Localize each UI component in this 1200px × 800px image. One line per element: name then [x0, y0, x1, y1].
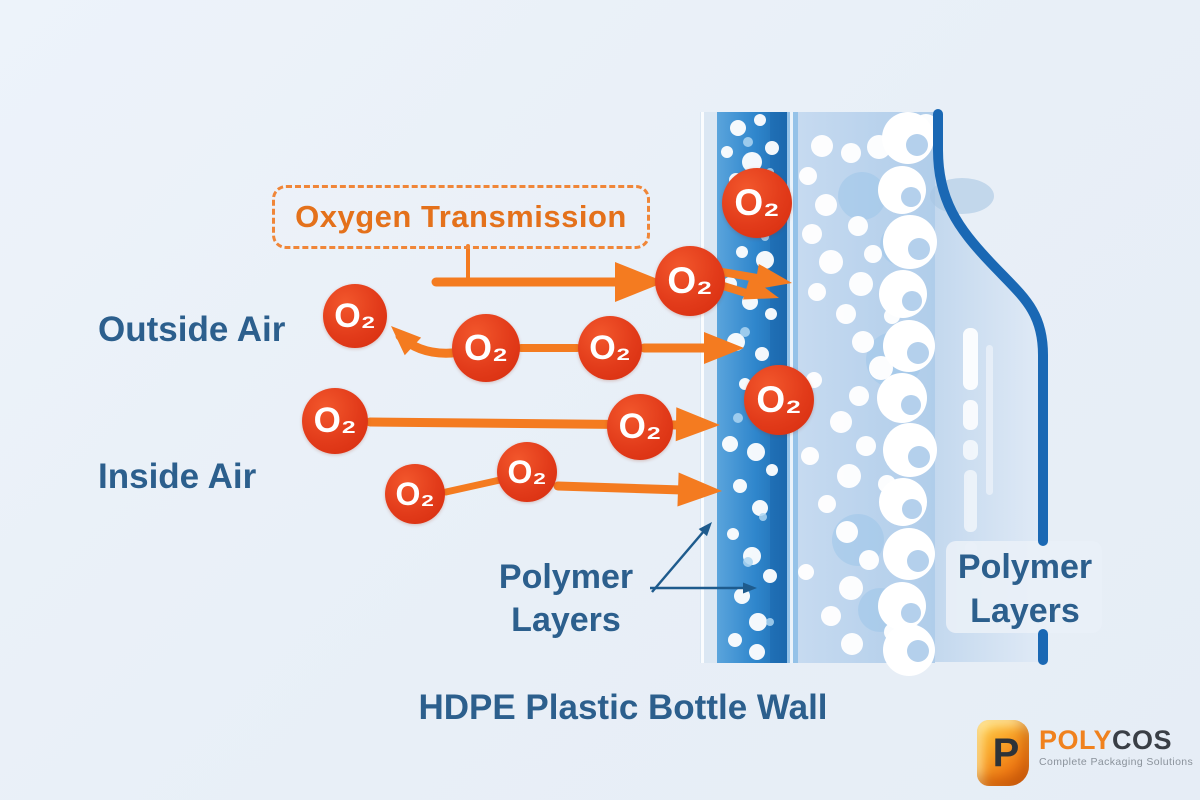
o2-molecule-row2-right: O₂ [578, 316, 642, 380]
polymer-left-line1: Polymer [498, 558, 634, 596]
brand-logo-text: POLYCOS Complete Packaging Solutions [1039, 720, 1193, 768]
inner-layer-scallops [877, 112, 937, 676]
polymer-right-line2: Layers [970, 592, 1080, 630]
brand-monogram: P [992, 730, 1020, 775]
o2-molecule-row2-mid: O₂ [452, 314, 520, 382]
polymer-layers-label-left: Polymer Layers [468, 556, 664, 642]
polymer-pointer-arrows [650, 522, 757, 594]
diagram-title: HDPE Plastic Bottle Wall [418, 688, 828, 727]
polymer-right-label-backdrop [946, 541, 1102, 633]
oxygen-transmission-label: Oxygen Transmission [295, 199, 627, 234]
outside-air-label: Outside Air [98, 310, 286, 349]
bottle-outline [933, 109, 1048, 665]
o2-molecule-row1: O₂ [655, 246, 725, 316]
polymer-layers-label-right: Polymer Layers [933, 545, 1117, 633]
o2-molecule-row3-right: O₂ [607, 394, 673, 460]
polymer-left-line2: Layers [511, 601, 621, 639]
polymer-right-line1: Polymer [957, 548, 1093, 586]
brand-logo-icon: P [977, 720, 1029, 786]
inside-air-label: Inside Air [98, 457, 257, 496]
brand-name: POLYCOS [1039, 726, 1193, 754]
brand-name-primary: POLY [1039, 725, 1113, 755]
brand-logo: P POLYCOS Complete Packaging Solutions [977, 720, 1193, 786]
o2-molecule-wall-top: O₂ [722, 168, 792, 238]
oxygen-transmission-callout: Oxygen Transmission [272, 185, 650, 249]
o2-molecule-row3-left: O₂ [302, 388, 368, 454]
brand-tagline: Complete Packaging Solutions [1039, 756, 1194, 768]
oxygen-arrows [365, 244, 792, 507]
brand-name-secondary: COS [1112, 725, 1173, 755]
o2-molecule-row4-upper: O₂ [497, 442, 557, 502]
bottle-interior [935, 112, 1043, 662]
o2-molecule-wall-mid: O₂ [744, 365, 814, 435]
o2-molecule-row4-lower: O₂ [385, 464, 445, 524]
o2-molecule-row2-left: O₂ [323, 284, 387, 348]
